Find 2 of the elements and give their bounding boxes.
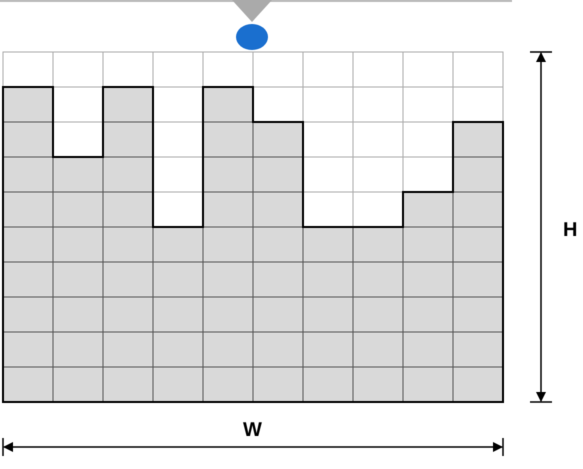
dimension-label: W <box>243 420 262 440</box>
dimension-label: H <box>563 220 578 240</box>
